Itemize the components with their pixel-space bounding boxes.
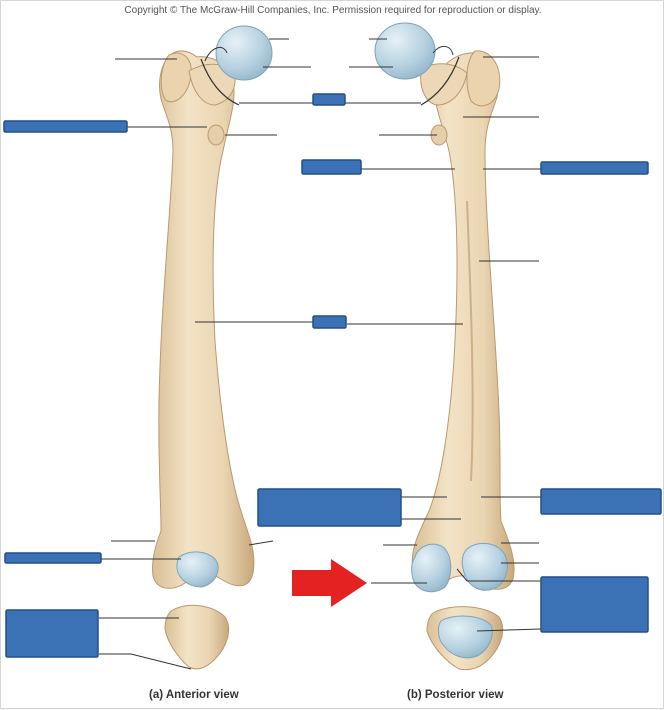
posterior-greater-trochanter — [466, 50, 501, 107]
posterior-femur — [374, 22, 515, 593]
anterior-neck-outline — [200, 58, 240, 106]
anterior-greater-trochanter — [160, 52, 192, 103]
posterior-head-arc — [432, 46, 454, 56]
leader-line — [248, 540, 274, 546]
leader-lines — [99, 38, 542, 670]
label-box[interactable] — [301, 159, 362, 175]
posterior-linea-aspera — [466, 200, 474, 482]
anterior-femoral-head — [215, 25, 273, 81]
label-box[interactable] — [312, 315, 347, 329]
posterior-medial-condyle — [411, 543, 452, 593]
label-box[interactable] — [540, 161, 649, 175]
leader-line — [99, 653, 192, 670]
label-box[interactable] — [5, 609, 99, 658]
posterior-femur-body — [411, 52, 515, 590]
leader-line — [476, 628, 542, 632]
leader-line — [456, 568, 541, 582]
label-box[interactable] — [312, 93, 346, 106]
posterior-neck-outline — [420, 56, 460, 106]
anterior-lesser-trochanter — [207, 124, 225, 146]
anterior-femur — [152, 25, 273, 589]
patella-anterior — [164, 604, 230, 670]
label-box[interactable] — [257, 488, 402, 527]
label-box[interactable] — [4, 552, 102, 564]
anterior-head-arc — [204, 46, 228, 62]
label-box[interactable] — [3, 120, 128, 133]
anterior-femur-body — [152, 50, 255, 589]
anterior-patellar-surface — [176, 551, 219, 588]
posterior-femoral-head — [374, 22, 436, 80]
label-boxes — [3, 93, 662, 658]
posterior-lateral-condyle — [461, 542, 508, 591]
label-box[interactable] — [540, 488, 662, 515]
red-arrow-icon — [292, 559, 367, 607]
label-box[interactable] — [540, 576, 649, 633]
caption-posterior-view: (b) Posterior view — [407, 689, 504, 701]
caption-anterior-view: (a) Anterior view — [149, 689, 239, 701]
patella-articular-surface — [437, 615, 493, 659]
copyright-notice: Copyright © The McGraw-Hill Companies, I… — [124, 5, 542, 16]
